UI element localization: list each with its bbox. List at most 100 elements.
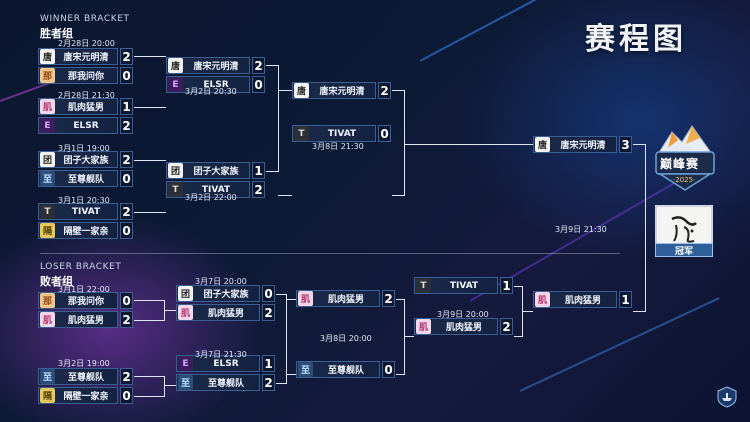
team-card[interactable]: 那那我问你 — [38, 67, 118, 84]
bracket-connector — [134, 160, 166, 161]
team-name: 至尊舰队 — [327, 366, 364, 376]
bracket-connector — [286, 294, 287, 384]
team-logo-icon: 隔 — [40, 223, 55, 238]
team-score: 0 — [262, 285, 275, 302]
bracket-connector — [286, 374, 296, 375]
team-logo-icon: 唐 — [168, 58, 183, 73]
team-logo-icon: E — [40, 118, 55, 133]
calligraphy-logo-icon — [671, 216, 697, 243]
team-card[interactable]: 隔隔壁一家亲 — [38, 387, 118, 404]
loser-bracket-cn: 败者组 — [40, 275, 73, 288]
team-card[interactable]: T TIVAT — [414, 277, 498, 294]
team-card[interactable]: 唐唐宋元明清 — [292, 82, 376, 99]
team-logo-icon: 肌 — [416, 319, 431, 334]
team-card[interactable]: 至至尊舰队 — [296, 361, 380, 378]
team-card[interactable]: 那那我问你 — [38, 292, 118, 309]
bracket-divider — [40, 253, 620, 254]
team-card[interactable]: 唐唐宋元明清 — [38, 48, 118, 65]
match-date: 3月2日 22:00 — [185, 193, 237, 202]
match-date: 3月2日 19:00 — [58, 359, 110, 368]
bracket-connector — [404, 336, 414, 337]
team-name: 肌肉猛男 — [445, 323, 482, 333]
team-card[interactable]: 至至尊舰队 — [38, 170, 118, 187]
team-card[interactable]: 至至尊舰队 — [176, 374, 260, 391]
team-logo-icon: 那 — [40, 68, 55, 83]
bracket-connector — [134, 376, 164, 377]
team-name: TIVAT — [327, 128, 357, 139]
team-name: 团子大家族 — [203, 290, 249, 300]
team-name: 团子大家族 — [63, 156, 109, 166]
team-card[interactable]: 肌肌肉猛男 — [296, 290, 380, 307]
bracket-connector — [134, 396, 164, 397]
bracket-connector — [276, 294, 286, 295]
team-score: 3 — [619, 136, 632, 153]
team-logo-icon: T — [416, 278, 431, 293]
team-name: ELSR — [73, 120, 99, 131]
match-date: 3月7日 21:30 — [195, 350, 247, 359]
winner-bracket-cn: 胜者组 — [40, 27, 73, 40]
bracket-connector — [514, 336, 522, 337]
bracket-connector — [266, 65, 278, 66]
team-card[interactable]: 肌肌肉猛男 — [176, 304, 260, 321]
team-card[interactable]: 至至尊舰队 — [38, 368, 118, 385]
crest-brand: 战舰世界 — [668, 146, 693, 153]
team-score: 2 — [262, 374, 275, 391]
bracket-connector — [286, 299, 296, 300]
team-name: ELSR — [203, 79, 229, 90]
bracket-connector — [514, 286, 522, 287]
team-score: 1 — [120, 98, 133, 115]
team-card[interactable]: E ELSR — [38, 117, 118, 134]
team-card[interactable]: 肌肌肉猛男 — [533, 291, 617, 308]
team-card[interactable]: 唐唐宋元明清 — [166, 57, 250, 74]
ship-emblem-icon — [717, 386, 737, 408]
team-card[interactable]: 肌 肌肉猛男 — [414, 318, 498, 335]
team-card[interactable]: 唐唐宋元明清 — [533, 136, 617, 153]
team-card[interactable]: 团团子大家族 — [166, 162, 250, 179]
match-date: 3月9日 21:30 — [555, 225, 607, 234]
team-name: 肌肉猛男 — [327, 295, 364, 305]
team-card[interactable]: 肌肌肉猛男 — [38, 98, 118, 115]
team-card[interactable]: 隔隔壁一家亲 — [38, 222, 118, 239]
team-card[interactable]: 团团子大家族 — [38, 151, 118, 168]
team-card[interactable]: 肌肌肉猛男 — [38, 311, 118, 328]
team-card[interactable]: 团团子大家族 — [176, 285, 260, 302]
bracket-connector — [392, 90, 404, 91]
team-name: TIVAT — [449, 280, 479, 291]
team-score: 2 — [262, 304, 275, 321]
crest-name: 巅峰赛 — [660, 157, 700, 171]
team-name: 隔壁一家亲 — [63, 227, 109, 237]
